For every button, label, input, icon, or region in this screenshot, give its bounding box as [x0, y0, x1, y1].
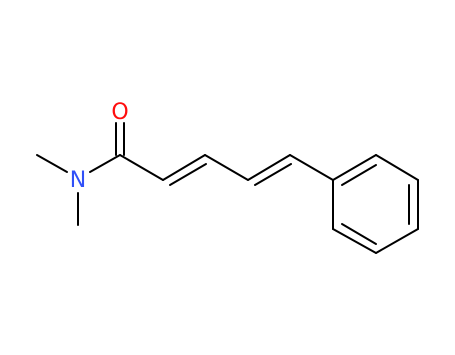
phenyl-bond-4	[375, 228, 419, 254]
phenyl-bond-5	[332, 228, 377, 254]
phenyl-bond-1	[332, 154, 377, 181]
phenyl-bond-2	[375, 154, 419, 181]
c1-c2-bond	[119, 154, 164, 181]
phenyl-inner-bond-1	[341, 164, 377, 186]
c5-phenyl-bond	[289, 154, 334, 181]
c4-c5-double-bond-b	[254, 163, 292, 186]
c3-c4-bond	[204, 154, 249, 181]
n-methyl-upper-bond	[36, 154, 68, 173]
nitrogen-atom-label: N	[70, 168, 86, 193]
phenyl-inner-bond-3	[341, 223, 377, 245]
c4-c5-double-bond-a	[247, 154, 291, 181]
c2-c3-double-bond-a	[162, 154, 206, 181]
c2-c3-double-bond-b	[169, 163, 207, 186]
oxygen-atom-label: O	[111, 100, 128, 125]
n-carbonyl-bond	[89, 154, 121, 173]
